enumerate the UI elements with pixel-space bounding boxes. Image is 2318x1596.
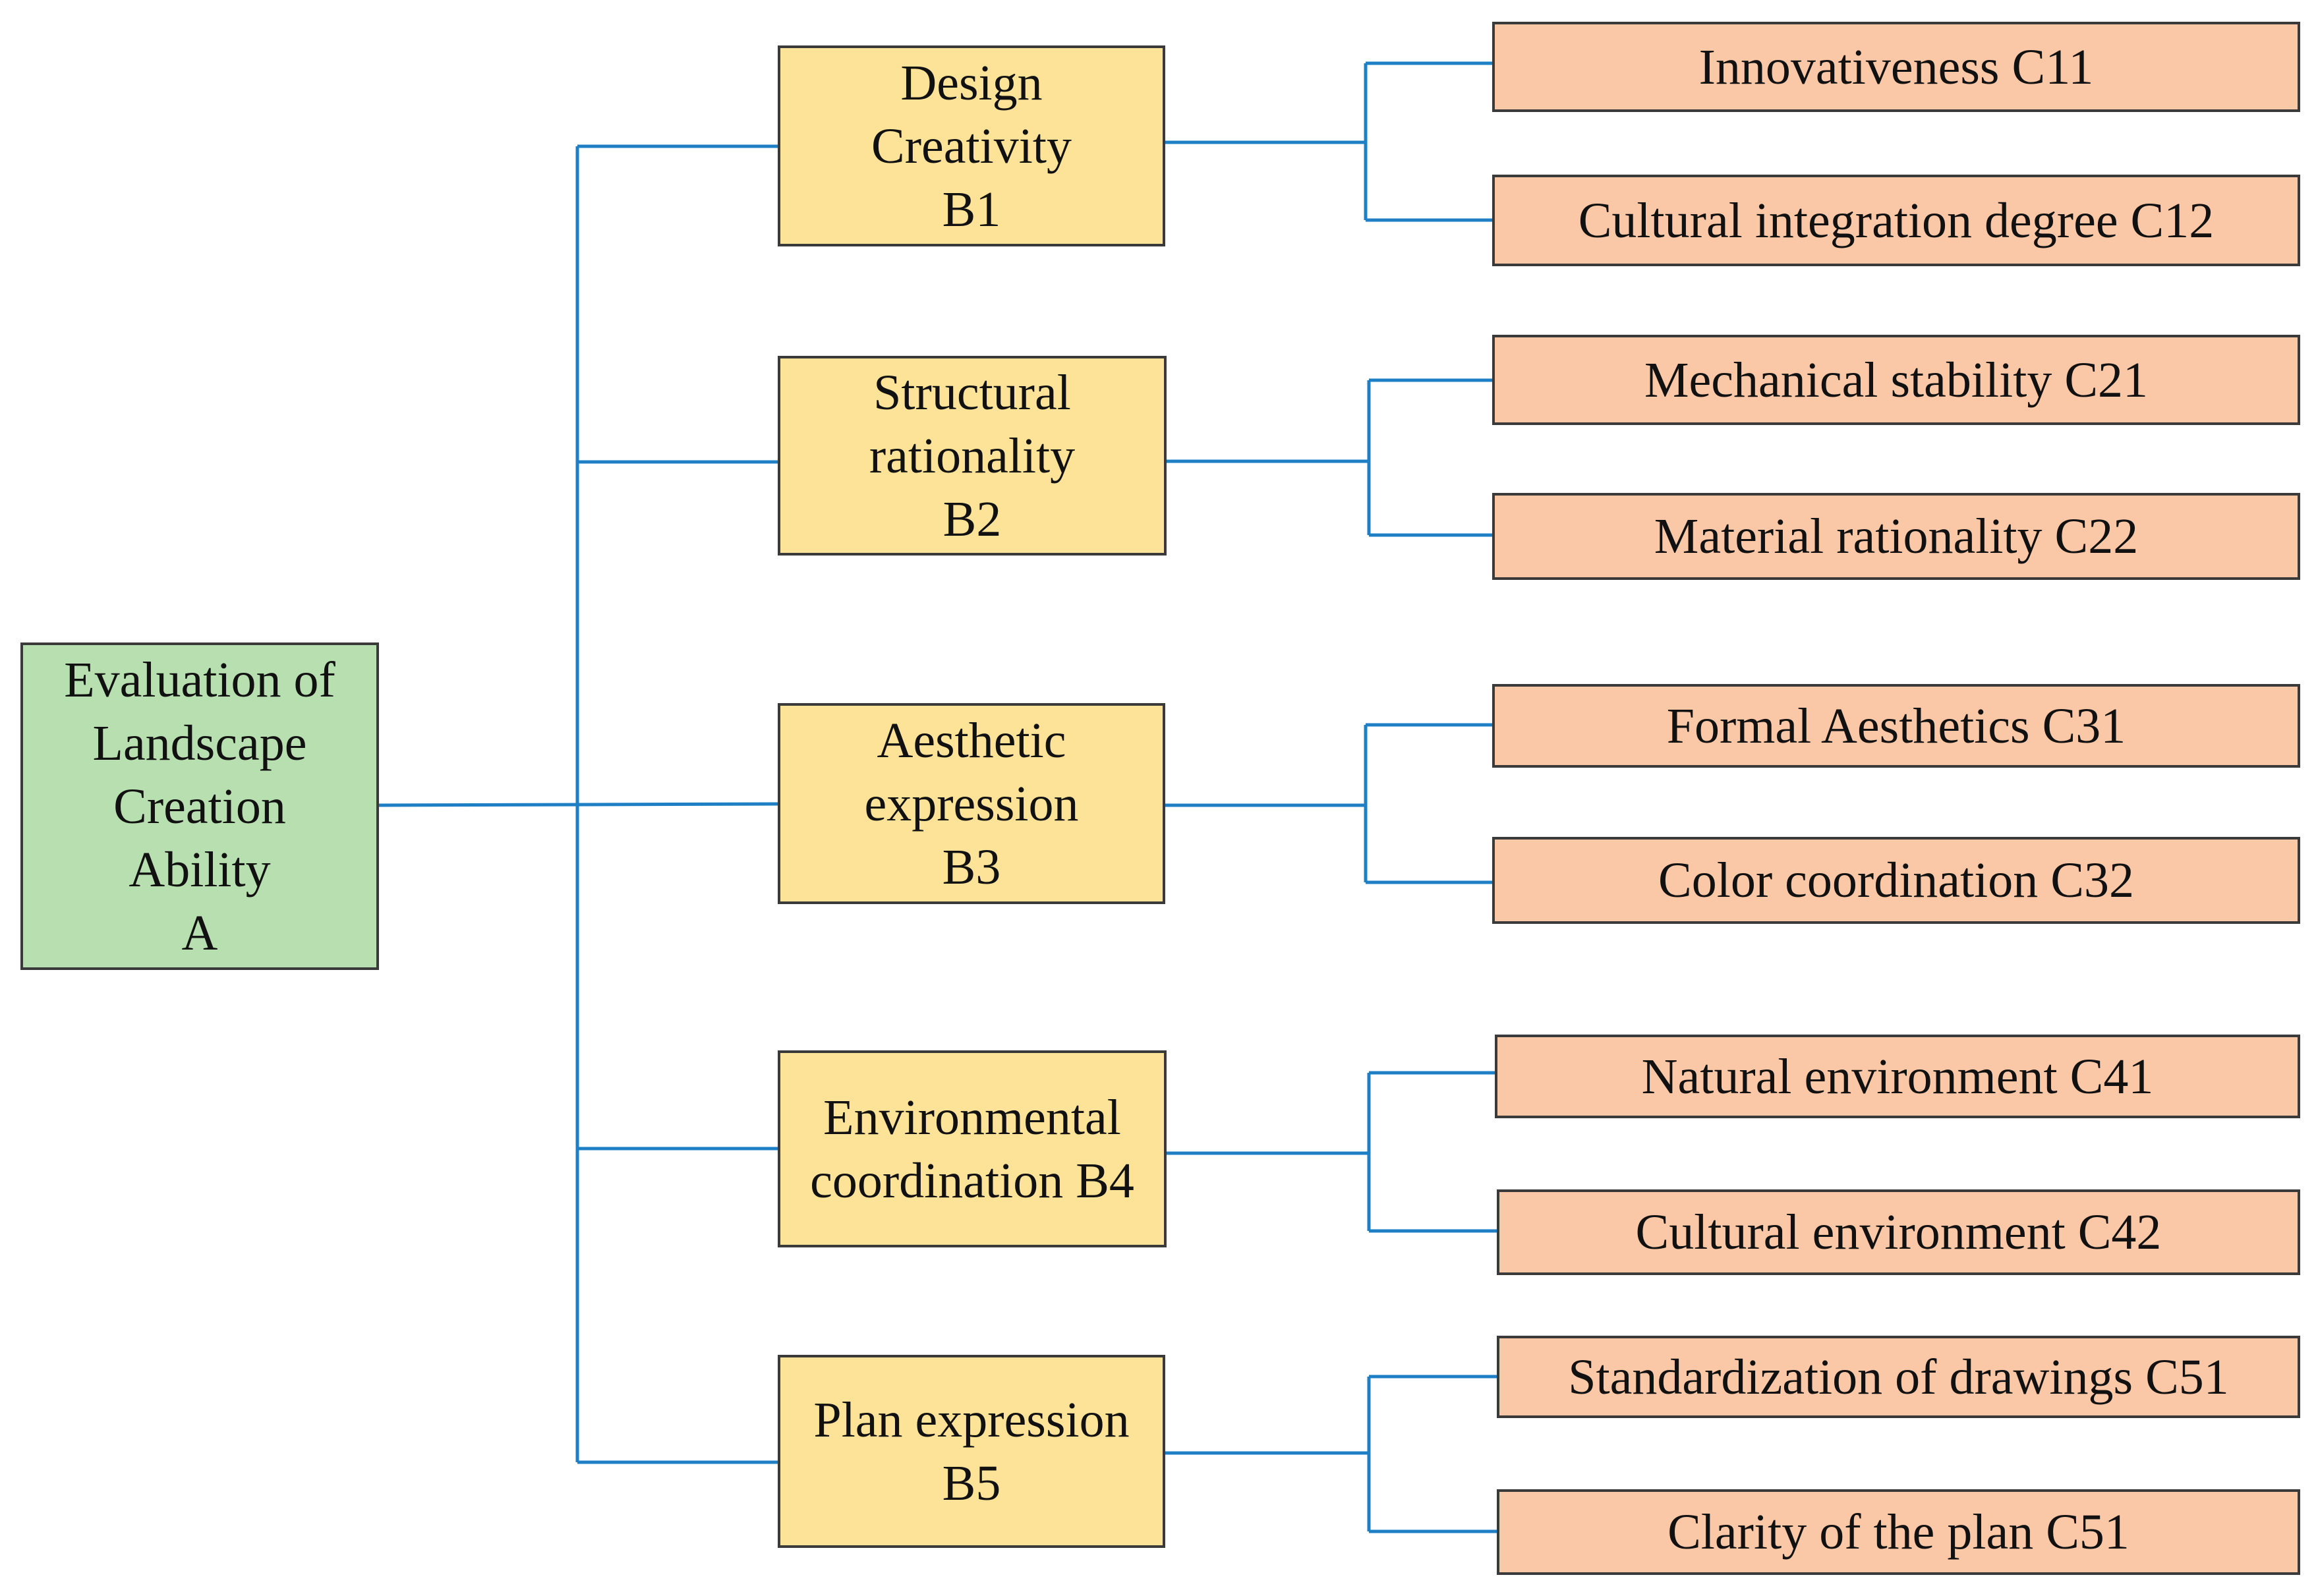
indicator-label: Color coordination C32 [1658, 853, 2134, 908]
indicator-node-c11: Innovativeness C11 [1492, 22, 2300, 112]
criterion-node-b3: Aesthetic expression B3 [778, 703, 1165, 904]
indicator-node-c22: Material rationality C22 [1492, 493, 2300, 580]
indicator-label: Cultural environment C42 [1635, 1205, 2162, 1260]
indicator-node-c42: Cultural environment C42 [1497, 1189, 2300, 1275]
criterion-node-b4: Environmental coordination B4 [778, 1050, 1167, 1247]
indicator-node-c51-standardization: Standardization of drawings C51 [1497, 1336, 2300, 1418]
connector-fork-b3 [1165, 723, 1492, 884]
indicator-label: Innovativeness C11 [1698, 39, 2094, 95]
indicator-label: Clarity of the plan C51 [1667, 1504, 2130, 1560]
indicator-label: Cultural integration degree C12 [1578, 192, 2215, 248]
connector-fork-b4 [1165, 1071, 1497, 1233]
criterion-node-b2: Structural rationality B2 [778, 356, 1167, 556]
indicator-label: Formal Aesthetics C31 [1666, 698, 2126, 754]
indicator-label: Material rationality C22 [1654, 509, 2139, 564]
indicator-node-c32: Color coordination C32 [1492, 837, 2300, 924]
connector-fork-b5 [1165, 1375, 1497, 1533]
indicator-node-c31: Formal Aesthetics C31 [1492, 684, 2300, 768]
indicator-label: Natural environment C41 [1641, 1048, 2154, 1104]
criterion-node-b1: Design Creativity B1 [778, 45, 1165, 246]
indicator-node-c12: Cultural integration degree C12 [1492, 175, 2300, 266]
indicator-label: Standardization of drawings C51 [1568, 1349, 2229, 1405]
criterion-node-b5: Plan expression B5 [778, 1355, 1165, 1548]
root-node-a: Evaluation of Landscape Creation Ability… [20, 642, 379, 970]
connector-fork-b1 [1165, 61, 1492, 222]
connector-fork-b2 [1165, 378, 1492, 537]
indicator-node-c21: Mechanical stability C21 [1492, 335, 2300, 425]
indicator-node-c51-clarity: Clarity of the plan C51 [1497, 1489, 2300, 1575]
indicator-node-c41: Natural environment C41 [1495, 1035, 2300, 1118]
indicator-label: Mechanical stability C21 [1644, 352, 2149, 408]
